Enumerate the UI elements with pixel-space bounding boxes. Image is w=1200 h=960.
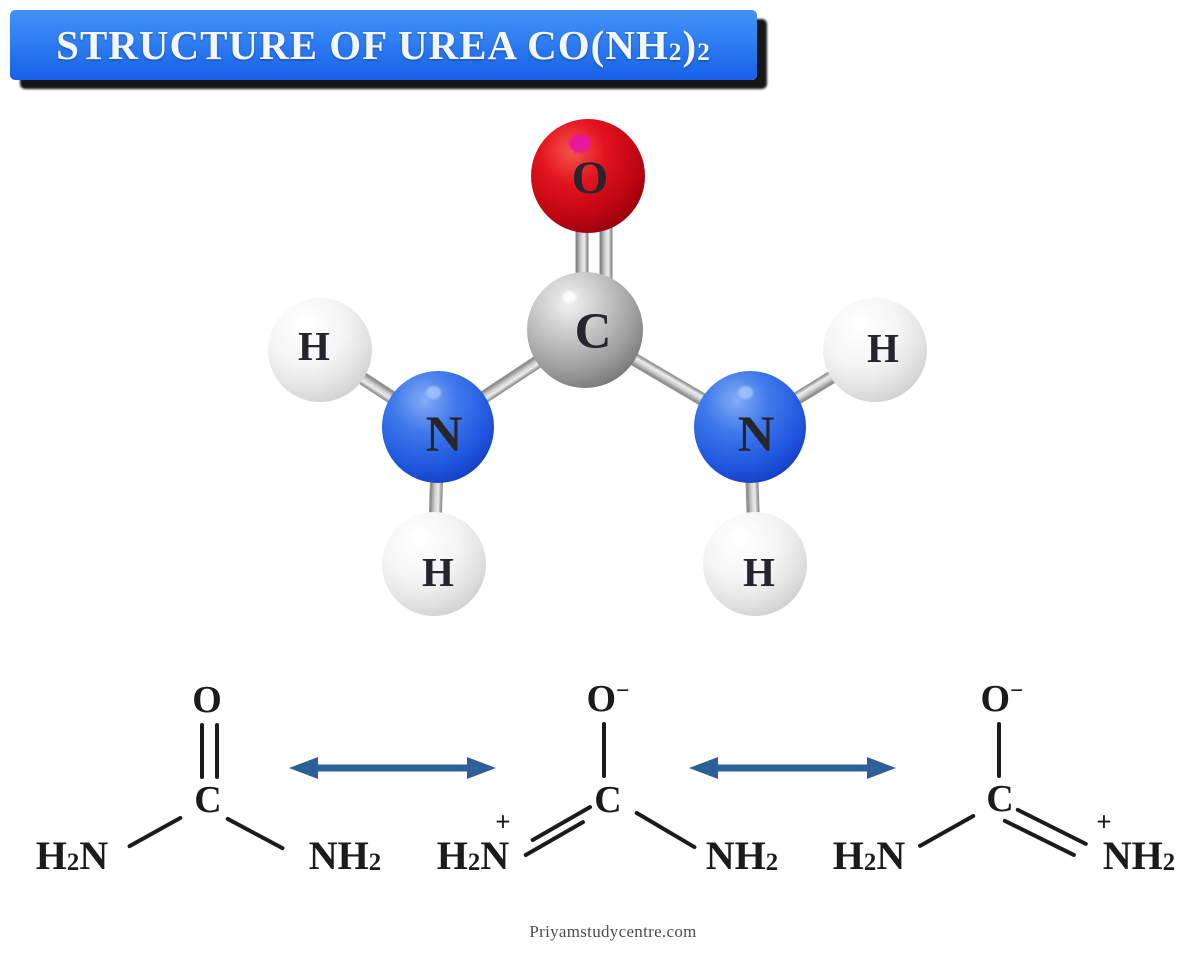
plus-charge: + [1096, 806, 1112, 837]
atom-letter: O [571, 151, 609, 204]
text-segment: − [1010, 678, 1024, 705]
oxygen-label: O− [586, 678, 630, 720]
text-segment: 2 [668, 38, 683, 67]
atom-letter: N [737, 406, 775, 463]
text-segment: + [1096, 806, 1112, 837]
text-segment: C [194, 779, 222, 821]
atom-n-sphere: N [694, 371, 806, 483]
text-segment: H [734, 833, 766, 878]
text-segment: ) [682, 22, 698, 68]
atom-n-sphere: N [382, 371, 494, 483]
skeletal-bond [200, 723, 204, 779]
amine-right-label: NH2 [1103, 836, 1175, 876]
page-title: STRUCTURE OF UREA CO(NH2)2 [56, 21, 711, 69]
sphere-highlight [852, 313, 871, 328]
carbon-label: C [594, 781, 621, 819]
text-segment: 2 [697, 38, 711, 67]
text-segment: 2 [66, 848, 80, 876]
text-segment: N [480, 833, 510, 878]
atom-o-sphere: O [531, 119, 645, 233]
text-segment: STRUCTURE OF UREA CO(NH [56, 22, 669, 68]
amine-left-label: H2N [36, 836, 108, 876]
sphere-highlight [737, 385, 753, 399]
text-segment: H [35, 833, 67, 878]
skeletal-bond [917, 813, 976, 849]
atom-h-sphere: H [703, 512, 807, 616]
plus-charge: + [495, 806, 511, 837]
atom-letter: N [425, 406, 463, 463]
sphere-highlight [425, 385, 441, 399]
text-segment: N [308, 833, 338, 878]
text-segment: N [876, 833, 906, 878]
amine-left-label: H2N [833, 836, 905, 876]
carbon-label: C [986, 780, 1013, 818]
sphere-highlight [411, 527, 430, 542]
skeletal-bond [215, 723, 219, 779]
text-segment: O [586, 678, 617, 720]
skeletal-bond [225, 816, 285, 851]
carbon-label: C [194, 781, 221, 819]
title-banner: STRUCTURE OF UREA CO(NH2)2 [10, 10, 757, 80]
sphere-highlight [568, 133, 591, 153]
atom-letter: H [298, 322, 330, 369]
skeletal-bond [602, 722, 606, 778]
text-segment: C [986, 778, 1014, 820]
sphere-highlight [562, 290, 576, 303]
atom-letter: H [867, 324, 899, 371]
resonance-double-arrow [289, 757, 496, 779]
atom-letter: H [743, 548, 775, 595]
text-segment: O [980, 678, 1011, 720]
text-segment: + [495, 806, 511, 837]
atom-c-sphere: C [527, 272, 643, 388]
amine-left-label: H2N [437, 836, 509, 876]
watermark: Priyamstudycentre.com [529, 922, 697, 941]
text-segment: 2 [863, 848, 877, 876]
text-segment: H [436, 833, 468, 878]
skeletal-bond [127, 815, 183, 849]
sphere-highlight [297, 313, 316, 328]
atom-letter: H [422, 548, 454, 595]
text-segment: N [1102, 833, 1132, 878]
skeletal-bond [1002, 818, 1077, 858]
oxygen-label: O [192, 681, 222, 719]
atom-h-sphere: H [823, 298, 927, 402]
atom-letter: C [574, 303, 612, 360]
text-segment: 2 [467, 848, 481, 876]
skeletal-bond [997, 722, 1001, 778]
text-segment: − [616, 678, 630, 705]
text-segment: O [192, 679, 222, 721]
text-segment: H [832, 833, 864, 878]
text-segment: H [337, 833, 369, 878]
atom-h-sphere: H [268, 298, 372, 402]
skeletal-bond [1015, 807, 1089, 847]
text-segment: 2 [765, 848, 779, 876]
resonance-double-arrow [689, 757, 896, 779]
skeletal-bond [633, 810, 698, 850]
text-segment: 2 [368, 848, 382, 876]
text-segment: 2 [1162, 848, 1176, 876]
sphere-highlight [732, 527, 751, 542]
amine-right-label: NH2 [706, 836, 778, 876]
text-segment: N [79, 833, 109, 878]
amine-right-label: NH2 [309, 836, 381, 876]
text-segment: H [1131, 833, 1163, 878]
oxygen-label: O− [980, 678, 1024, 720]
atom-h-sphere: H [382, 512, 486, 616]
text-segment: C [594, 779, 622, 821]
text-segment: N [705, 833, 735, 878]
